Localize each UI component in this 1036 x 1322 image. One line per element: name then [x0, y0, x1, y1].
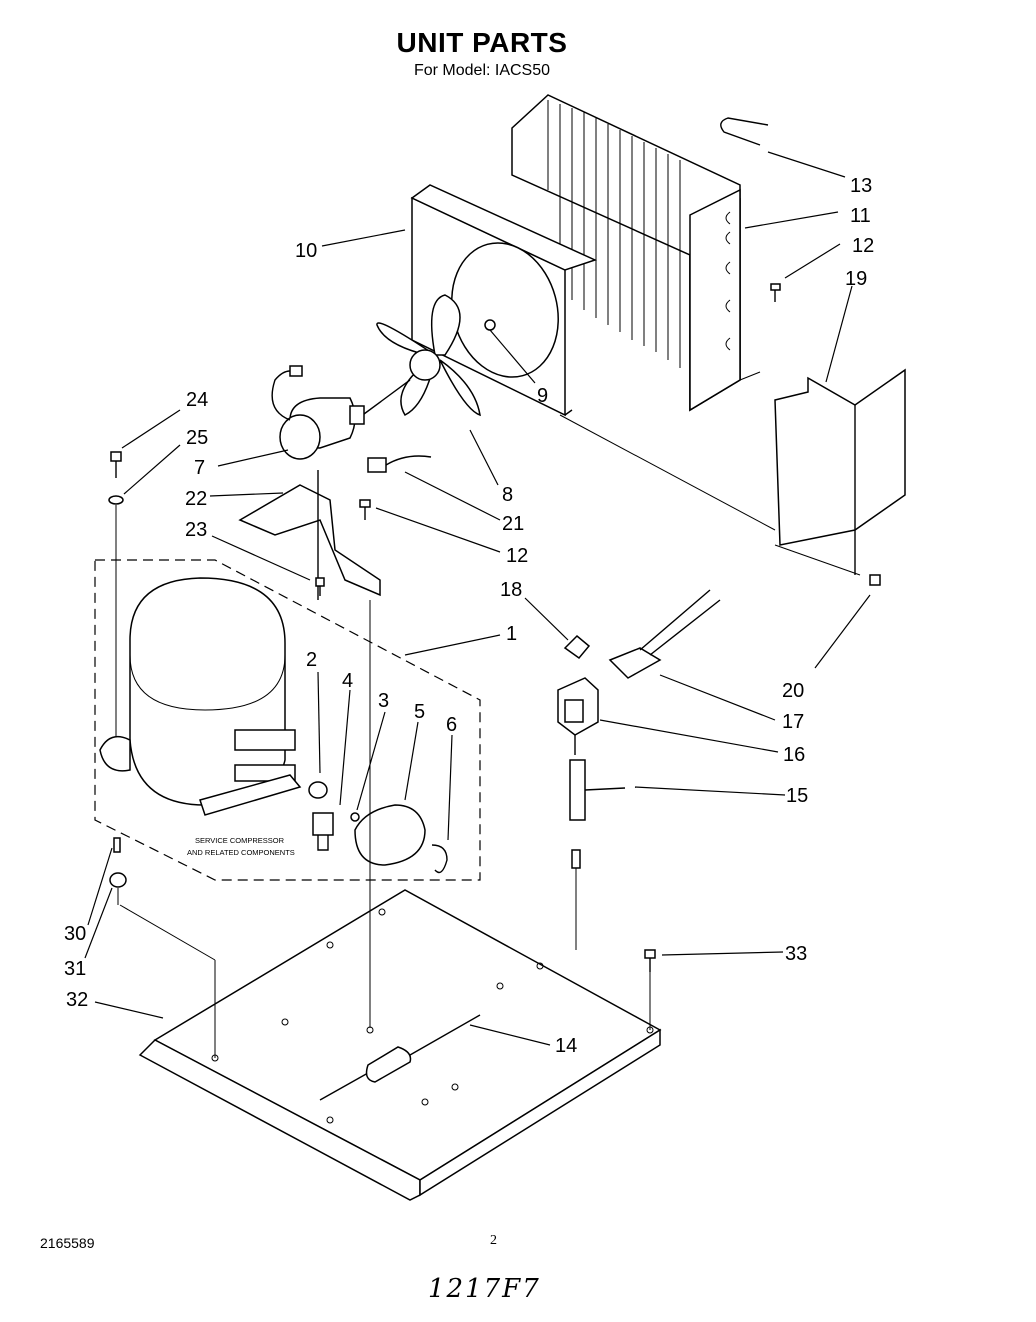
- callout-19: 19: [845, 268, 867, 290]
- fan-blade: [376, 294, 481, 417]
- capacitor-strap: [431, 844, 448, 874]
- screw-24: [108, 451, 124, 745]
- screw-33: [644, 949, 656, 1030]
- callout-14: 14: [555, 1035, 577, 1057]
- relay: [312, 812, 334, 851]
- callout-12-condenser: 12: [852, 235, 874, 257]
- wire-clip: [367, 455, 432, 473]
- relay-clip: [350, 812, 360, 822]
- page-title: UNIT PARTS: [396, 27, 568, 58]
- base-pan: [138, 889, 662, 1201]
- callout-5: 5: [414, 701, 425, 723]
- compressor-group-outline: [94, 559, 481, 881]
- motor-bracket: [238, 470, 381, 600]
- handwritten-note: 1217F7: [428, 1274, 541, 1304]
- callout-31: 31: [64, 958, 86, 980]
- grommet: [109, 837, 127, 905]
- callout-23: 23: [185, 519, 207, 541]
- callout-32: 32: [66, 989, 88, 1011]
- screw-condenser: [770, 283, 781, 302]
- callout-25: 25: [186, 427, 208, 449]
- callout-9: 9: [537, 385, 548, 407]
- filter-drier: [319, 1014, 481, 1101]
- capacitor: [354, 804, 426, 866]
- callout-33: 33: [785, 943, 807, 965]
- screw-23: [315, 577, 325, 596]
- callout-15: 15: [786, 785, 808, 807]
- callout-12-bracket: 12: [506, 545, 528, 567]
- callout-17: 17: [782, 711, 804, 733]
- callout-3: 3: [378, 690, 389, 712]
- callout-24: 24: [186, 389, 208, 411]
- callout-1: 1: [506, 623, 517, 645]
- model-subtitle: For Model: IACS50: [413, 62, 551, 79]
- callout-6: 6: [446, 714, 457, 736]
- plug-connector: [608, 589, 721, 679]
- callout-20: 20: [782, 680, 804, 702]
- screw-bracket: [359, 499, 371, 520]
- callout-13: 13: [850, 175, 872, 197]
- callout-18: 18: [500, 579, 522, 601]
- overload-protector: [308, 781, 328, 799]
- solenoid-coil: [557, 677, 599, 755]
- callout-22: 22: [185, 488, 207, 510]
- callout-4: 4: [342, 670, 353, 692]
- callout-11: 11: [850, 205, 871, 227]
- solenoid-clip: [563, 634, 591, 660]
- callout-21: 21: [502, 513, 524, 535]
- page-number: 2: [490, 1233, 497, 1248]
- compressor: [99, 577, 302, 816]
- callout-2: 2: [306, 649, 317, 671]
- fan-shroud: [410, 184, 598, 417]
- callout-8: 8: [502, 484, 513, 506]
- compressor-note-line-2: AND RELATED COMPONENTS: [187, 848, 295, 857]
- fan-motor: [271, 365, 411, 460]
- callout-7: 7: [194, 457, 205, 479]
- callout-10: 10: [295, 240, 317, 262]
- callout-30: 30: [64, 923, 86, 945]
- access-panel: [774, 368, 906, 586]
- document-number: 2165589: [40, 1235, 95, 1251]
- valve-body: [569, 759, 626, 950]
- callout-16: 16: [783, 744, 805, 766]
- hairpin-tube: [720, 117, 769, 146]
- compressor-note-line-1: SERVICE COMPRESSOR: [195, 836, 285, 845]
- condenser-coil: [511, 94, 761, 412]
- leader-lines: [84, 151, 871, 1046]
